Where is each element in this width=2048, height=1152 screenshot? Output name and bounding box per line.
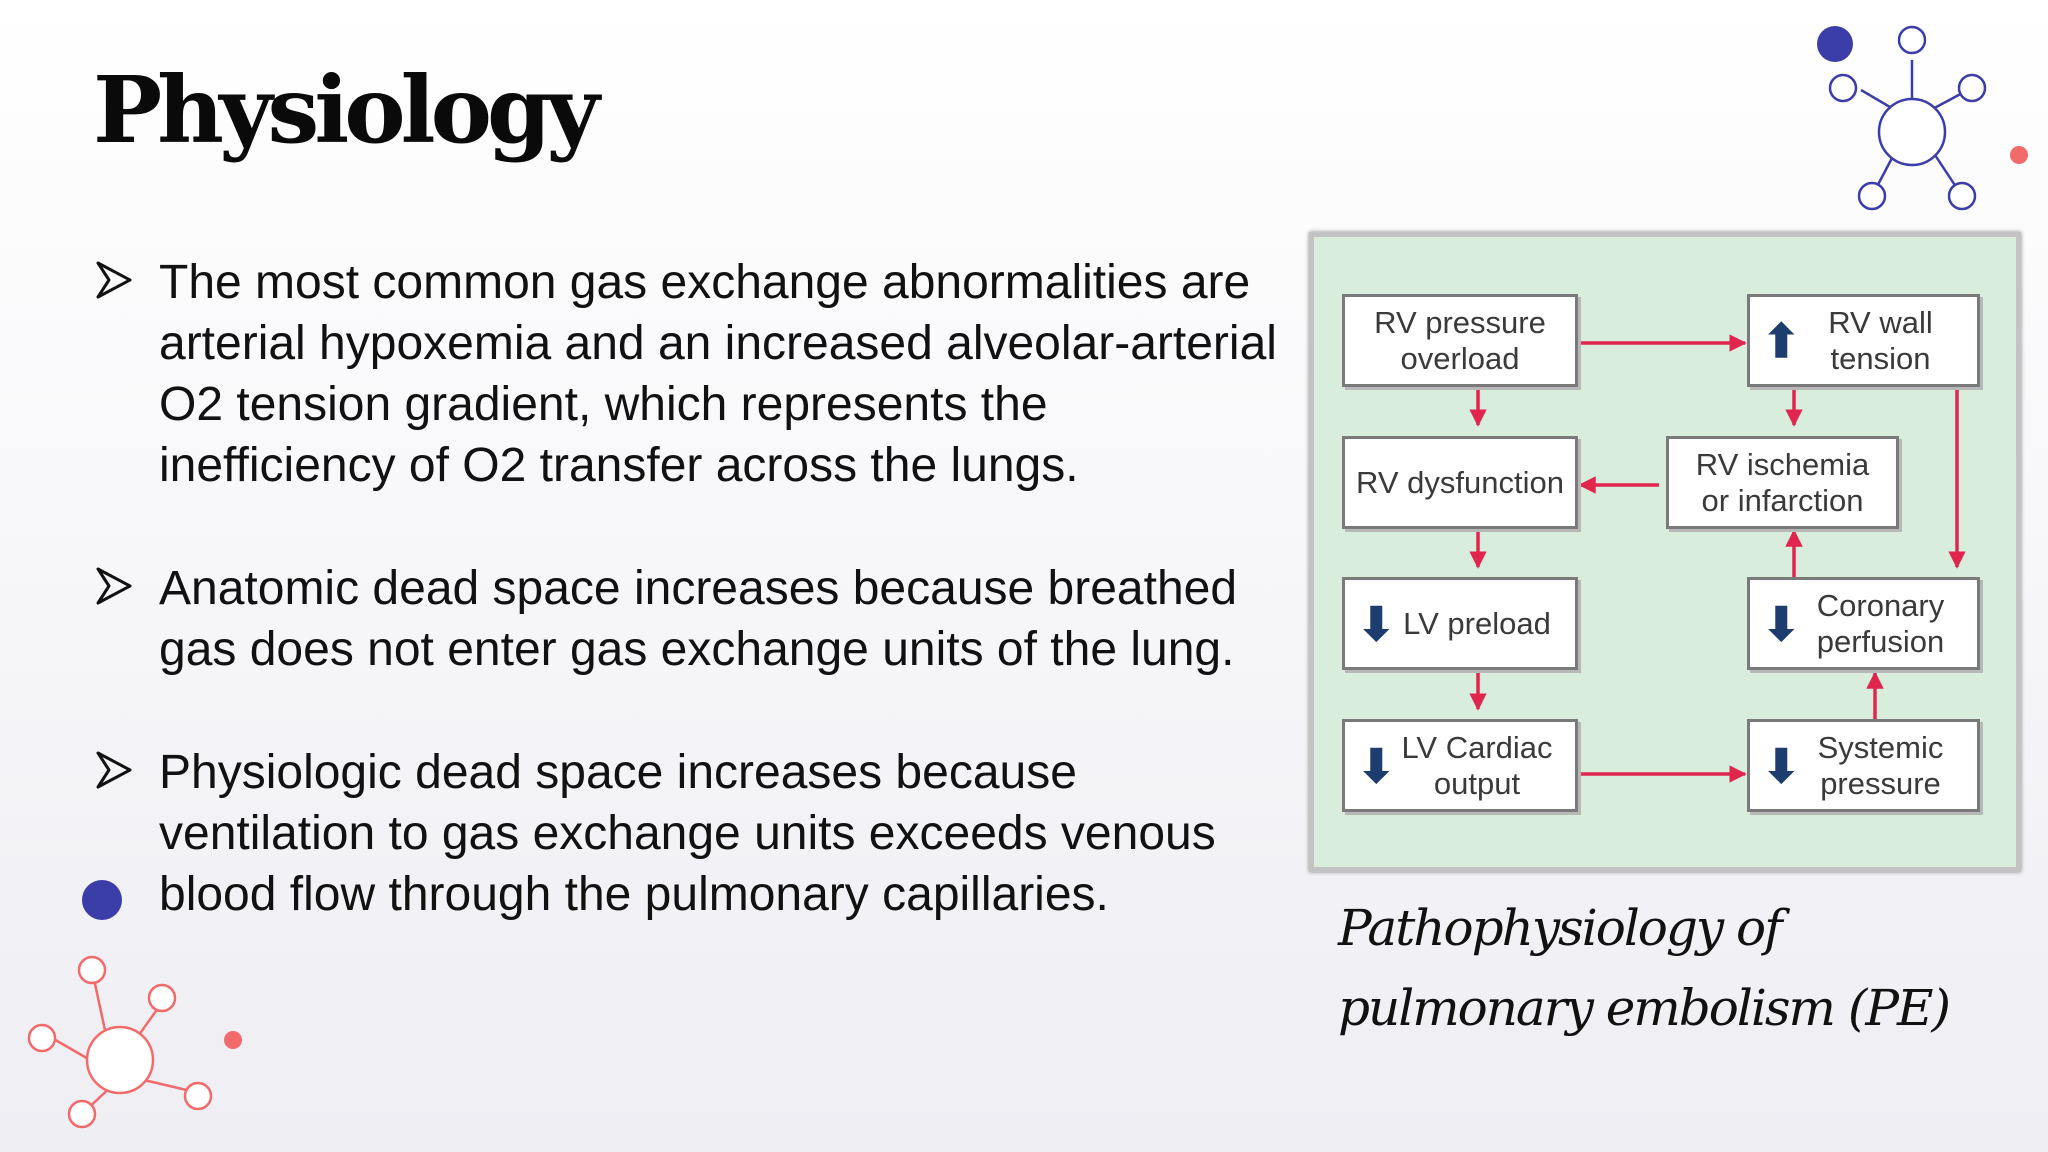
box-lv-preload: ⬇ LV preload — [1342, 577, 1578, 670]
bullet-text: Anatomic dead space increases because br… — [159, 562, 1238, 676]
arrowhead-bullet-icon — [96, 261, 132, 299]
bullet-text: The most common gas exchange abnormaliti… — [159, 256, 1277, 492]
molecule-decoration-icon — [27, 880, 242, 1129]
box-rv-dysfunction: RV dysfunction — [1342, 436, 1578, 529]
down-arrow-icon: ⬇ — [1762, 597, 1801, 650]
slide-title: Physiology — [93, 56, 600, 164]
arrowhead-bullet-icon — [96, 567, 132, 605]
arrowhead-bullet-icon — [96, 751, 132, 789]
bullet-item: Anatomic dead space increases because br… — [96, 558, 1296, 680]
bullet-item: The most common gas exchange abnormaliti… — [96, 252, 1296, 496]
up-arrow-icon: ⬆ — [1762, 314, 1801, 367]
bullet-item: Physiologic dead space increases because… — [96, 742, 1296, 925]
down-arrow-icon: ⬇ — [1762, 739, 1801, 792]
diagram-caption: Pathophysiology of pulmonary embolism (P… — [1338, 899, 1951, 1037]
bullet-text: Physiologic dead space increases because… — [159, 746, 1216, 921]
bullet-list: The most common gas exchange abnormaliti… — [96, 252, 1296, 925]
down-arrow-icon: ⬇ — [1357, 597, 1396, 650]
down-arrow-icon: ⬇ — [1357, 739, 1396, 792]
molecule-decoration-icon — [1817, 25, 2028, 211]
diagram-arrows — [1469, 334, 1966, 783]
